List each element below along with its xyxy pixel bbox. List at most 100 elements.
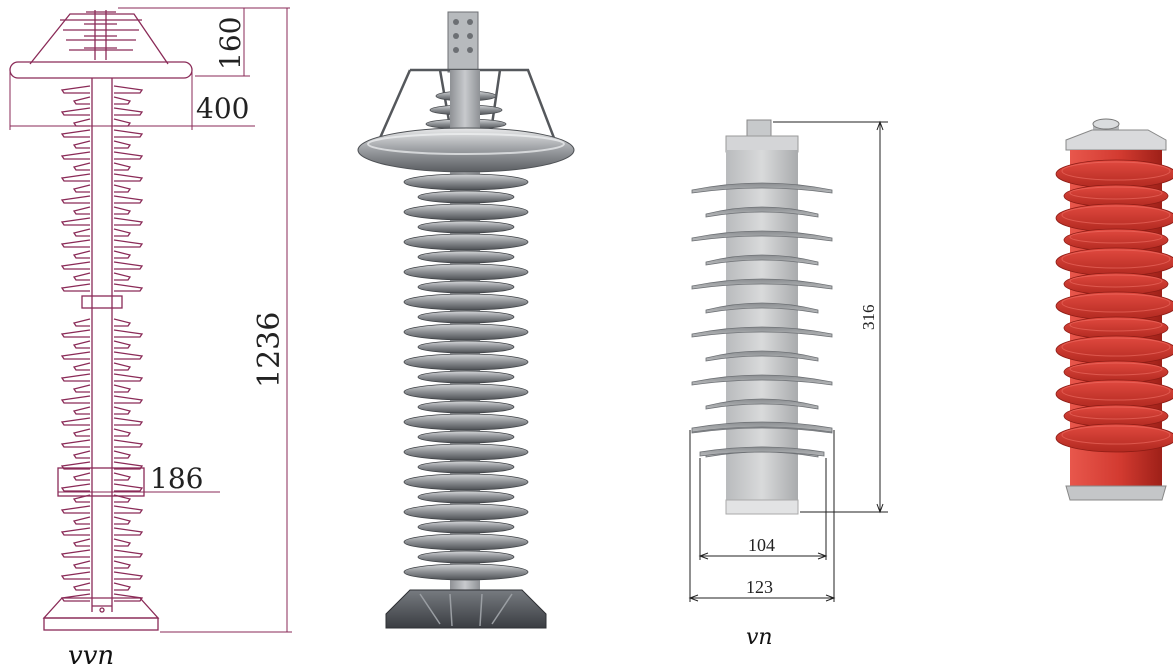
vvn-dim-160: 160 <box>214 17 247 70</box>
render-shed <box>403 443 529 461</box>
red-shed-highlight <box>1061 425 1171 445</box>
vvn-shed <box>72 472 132 481</box>
red-shed-highlight <box>1069 186 1163 200</box>
vvn-shed <box>60 195 144 204</box>
red-shed-highlight <box>1069 230 1163 244</box>
red-shed-highlight <box>1069 318 1163 332</box>
vvn-shed <box>60 483 144 492</box>
render-shed <box>403 473 529 491</box>
render-shed <box>403 503 529 521</box>
vn-3d-render-red <box>1055 118 1173 501</box>
vn-shed <box>691 374 833 386</box>
render-shed <box>403 563 529 581</box>
vvn-dimension-lines <box>9 7 292 633</box>
vvn-shed <box>60 217 144 226</box>
vn-shed <box>691 421 833 433</box>
red-shed <box>1055 379 1173 409</box>
render-shed <box>403 263 529 281</box>
render-shed <box>417 550 515 564</box>
red-shed <box>1055 159 1173 189</box>
vvn-dim-186: 186 <box>150 462 203 495</box>
vvn-shed <box>72 428 132 437</box>
vn-shed <box>705 254 819 266</box>
vvn-shed <box>60 329 144 338</box>
render-shed <box>403 323 529 341</box>
vvn-shed <box>72 450 132 459</box>
vvn-shed <box>72 494 132 503</box>
render-shed <box>417 520 515 534</box>
vvn-shed <box>60 261 144 270</box>
vvn-shed <box>72 272 132 281</box>
vvn-shed <box>60 571 144 580</box>
vvn-lower-fitting <box>57 467 145 497</box>
vvn-shed <box>72 362 132 371</box>
vvn-shed <box>60 283 144 292</box>
red-shed <box>1055 423 1173 453</box>
vvn-shed <box>60 129 144 138</box>
vn-shed <box>705 302 819 314</box>
red-shed-highlight <box>1061 249 1171 269</box>
vvn-caption: vvn <box>68 641 114 671</box>
vvn-shed <box>60 527 144 536</box>
vvn-shed <box>60 417 144 426</box>
vvn-render-top-bracket <box>447 11 479 73</box>
vvn-shed <box>72 228 132 237</box>
red-shed-highlight <box>1061 161 1171 181</box>
render-shed <box>403 293 529 311</box>
vvn-shed <box>72 406 132 415</box>
vn-dim-316: 316 <box>859 305 878 331</box>
vvn-shed <box>60 173 144 182</box>
vvn-dim-400: 400 <box>196 92 249 125</box>
vn-shed <box>691 278 833 290</box>
render-shed <box>403 173 529 191</box>
vvn-shed <box>72 538 132 547</box>
red-shed <box>1055 291 1173 321</box>
vvn-shed <box>60 373 144 382</box>
render-shed <box>417 280 515 294</box>
vvn-shed <box>72 516 132 525</box>
vvn-shed <box>72 206 132 215</box>
vvn-grading-ring <box>9 61 193 79</box>
vn-shed <box>705 350 819 362</box>
render-shed <box>403 533 529 551</box>
render-shed <box>417 490 515 504</box>
vn-drawing <box>688 119 888 602</box>
vvn-shed <box>72 184 132 193</box>
vn-shed <box>705 398 819 410</box>
vn-dim-123: 123 <box>746 577 773 597</box>
render-shed <box>417 310 515 324</box>
vvn-shed <box>72 140 132 149</box>
vvn-shed <box>72 250 132 259</box>
render-shed <box>403 233 529 251</box>
red-shed <box>1055 335 1173 365</box>
vvn-shed <box>72 162 132 171</box>
vvn-shed <box>60 107 144 116</box>
red-shed-highlight <box>1061 381 1171 401</box>
vn-shed <box>705 206 819 218</box>
vvn-shed <box>60 505 144 514</box>
render-shed <box>403 383 529 401</box>
render-shed <box>417 430 515 444</box>
render-shed <box>403 353 529 371</box>
render-shed <box>417 340 515 354</box>
render-shed <box>417 190 515 204</box>
vvn-shed <box>60 351 144 360</box>
vvn-3d-render <box>357 11 575 629</box>
render-shed <box>417 400 515 414</box>
vvn-base-flange <box>42 597 160 631</box>
red-shed <box>1055 247 1173 277</box>
vvn-shed <box>60 549 144 558</box>
vn-caption: vn <box>746 625 773 650</box>
vvn-render-base <box>385 589 547 629</box>
vn-shed <box>699 446 825 457</box>
vn-dimension-lines <box>688 120 888 602</box>
render-shed <box>403 203 529 221</box>
vvn-shed <box>72 340 132 349</box>
vvn-shed <box>60 395 144 404</box>
vvn-middle-fitting <box>81 295 123 309</box>
vvn-top-fitting <box>29 10 169 65</box>
vvn-shed <box>72 318 132 327</box>
red-shed <box>1055 203 1173 233</box>
vn-shed <box>691 230 833 242</box>
render-shed <box>417 220 515 234</box>
